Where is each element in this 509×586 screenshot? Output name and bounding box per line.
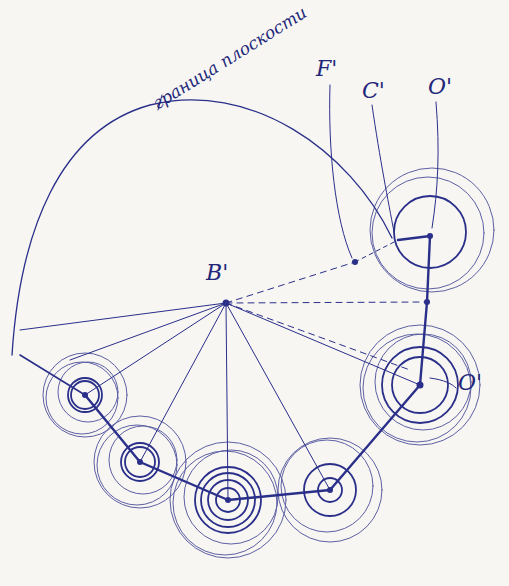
- leaders: [158, 85, 456, 388]
- dash: [355, 240, 398, 262]
- rays: [20, 262, 428, 500]
- points: [82, 233, 433, 503]
- circles: [43, 168, 494, 558]
- point-label: F': [316, 58, 337, 80]
- point-label: B': [206, 262, 228, 284]
- chain: [85, 236, 430, 500]
- point-label: O': [458, 372, 482, 394]
- point-label: O': [428, 76, 452, 98]
- boundary-note: граница плоскости: [150, 4, 310, 113]
- chain-end: [20, 355, 85, 395]
- boundary-arc: [12, 100, 392, 355]
- point-label: C': [362, 80, 385, 102]
- circles-inner: [68, 196, 466, 533]
